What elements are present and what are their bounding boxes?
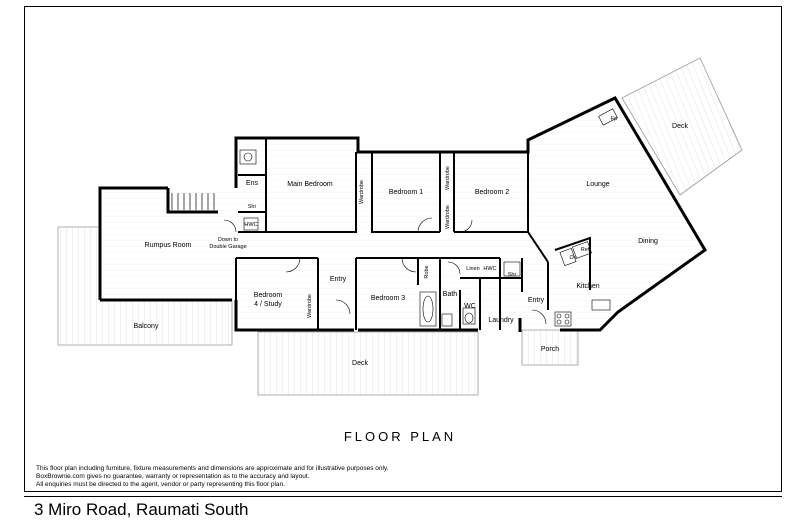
label-entry-right: Entry <box>528 297 545 304</box>
label-entry-mid: Entry <box>330 276 347 283</box>
label-bedroom-2: Bedroom 2 <box>475 189 509 196</box>
label-deck-bottom: Deck <box>352 360 368 367</box>
label-linen: Linen <box>466 266 479 272</box>
label-deck-top: Deck <box>672 123 688 130</box>
label-shr-ens: Shr <box>248 204 257 210</box>
label-wc: WC <box>464 303 476 310</box>
disclaimer-line-3: All enquiries must be directed to the ag… <box>36 481 285 489</box>
interior-walls <box>235 138 591 330</box>
label-balcony: Balcony <box>134 323 159 330</box>
label-ref: Ref <box>581 247 590 253</box>
footer-divider <box>24 496 782 497</box>
property-address: 3 Miro Road, Raumati South <box>34 500 249 519</box>
label-rumpus-room: Rumpus Room <box>145 242 192 249</box>
room-labels: Main Bedroom Ens Shr HWC Down to Double … <box>134 116 689 367</box>
label-porch: Porch <box>541 346 559 353</box>
label-bedroom-1: Bedroom 1 <box>389 189 423 196</box>
label-wardrobe-b4: Wardrobe <box>307 294 313 318</box>
exterior-walls <box>98 96 707 332</box>
deck-top-area <box>621 57 743 196</box>
label-bath: Bath <box>443 291 458 298</box>
label-bedroom-4-line2: 4 / Study <box>254 301 282 308</box>
label-hwc-ens: HWC <box>244 222 257 228</box>
label-main-bedroom: Main Bedroom <box>287 181 333 188</box>
disclaimer-line-1: This floor plan including furniture, fix… <box>36 465 389 472</box>
floor-plan-title: FLOOR PLAN <box>343 429 457 444</box>
disclaimer-line-2: BoxBrownie.com gives no guarantee, warra… <box>36 473 310 481</box>
label-kitchen: Kitchen <box>576 283 599 290</box>
label-fp: Fp <box>611 116 617 122</box>
label-lounge: Lounge <box>586 181 609 188</box>
label-robe: Robe <box>424 265 430 278</box>
door-swings <box>223 217 547 325</box>
label-hwc-bath: HWC <box>483 266 496 272</box>
label-double-garage: Double Garage <box>209 244 246 250</box>
label-bedroom-3: Bedroom 3 <box>371 295 405 302</box>
label-ov: Ov <box>569 255 576 261</box>
stairs <box>171 193 215 210</box>
interior-floor <box>100 98 705 330</box>
disclaimer-text: This floor plan including furniture, fix… <box>36 465 389 490</box>
label-wardrobe-b1: Wardrobe <box>445 166 451 190</box>
label-down-to: Down to <box>218 237 238 243</box>
deck-bottom-area <box>257 331 479 396</box>
label-shr-bath: Shr <box>508 272 517 278</box>
label-laundry: Laundry <box>488 317 514 324</box>
sheet-border <box>24 6 782 492</box>
label-wardrobe-main: Wardrobe <box>359 180 365 204</box>
label-dining: Dining <box>638 238 658 245</box>
label-bedroom-4-line1: Bedroom <box>254 292 283 299</box>
label-wardrobe-b1b: Wardrobe <box>445 205 451 229</box>
label-ens: Ens <box>246 180 259 187</box>
fixtures <box>239 108 618 327</box>
